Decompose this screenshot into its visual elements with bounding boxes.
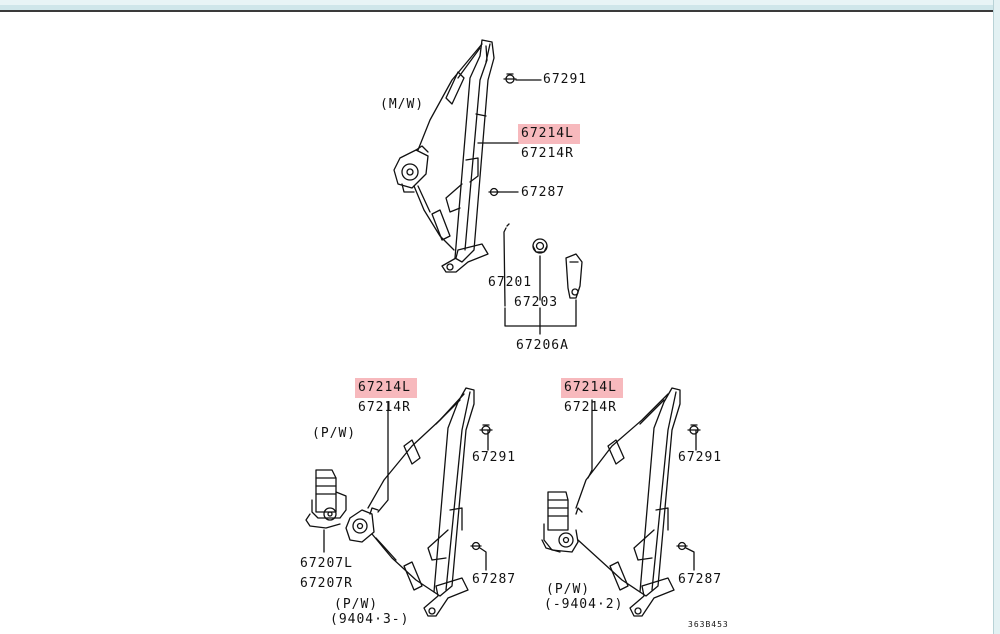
highlight-top-67214L <box>518 124 580 144</box>
bl-variant-label: (P/W) <box>312 426 357 441</box>
top-part-67214R[interactable]: 67214R <box>521 146 574 161</box>
top-regulator-assembly <box>393 39 495 273</box>
top-part-67287[interactable]: 67287 <box>521 185 566 200</box>
bl-part-67287[interactable]: 67287 <box>472 572 517 587</box>
top-variant-label: (M/W) <box>380 97 425 112</box>
bl-part-67207L[interactable]: 67207L <box>300 556 353 571</box>
highlight-br-67214L <box>561 378 623 398</box>
top-part-67206A[interactable]: 67206A <box>516 338 569 353</box>
br-leaders <box>676 424 701 571</box>
br-part-67287[interactable]: 67287 <box>678 572 723 587</box>
highlight-bl-67214L <box>355 378 417 398</box>
top-part-67214L[interactable]: 67214L <box>521 126 574 141</box>
bl-date-label: (9404·3-) <box>330 612 410 627</box>
bl-motor <box>305 469 347 553</box>
drawing-code: 363B453 <box>688 620 729 629</box>
top-part-67291[interactable]: 67291 <box>543 72 588 87</box>
br-part-67291[interactable]: 67291 <box>678 450 723 465</box>
bl-part-67207R[interactable]: 67207R <box>300 576 353 591</box>
bl-part-67214R[interactable]: 67214R <box>358 400 411 415</box>
bl-variant2-label: (P/W) <box>334 597 379 612</box>
top-leaders <box>477 73 542 197</box>
bl-part-67291[interactable]: 67291 <box>472 450 517 465</box>
br-motor <box>541 491 579 553</box>
top-part-67201[interactable]: 67201 <box>488 275 533 290</box>
top-part-67203[interactable]: 67203 <box>514 295 559 310</box>
br-variant-label: (P/W) <box>546 582 591 597</box>
br-date-label: (-9404·2) <box>544 597 624 612</box>
bl-regulator-assembly <box>345 387 475 617</box>
br-part-67214L[interactable]: 67214L <box>564 380 617 395</box>
right-scroll-edge <box>993 0 1000 634</box>
top-handle-parts <box>503 223 583 335</box>
window-top-bar <box>0 0 1000 12</box>
br-part-67214R[interactable]: 67214R <box>564 400 617 415</box>
bl-leaders <box>470 424 493 571</box>
br-regulator-assembly <box>558 387 681 617</box>
bl-part-67214L[interactable]: 67214L <box>358 380 411 395</box>
